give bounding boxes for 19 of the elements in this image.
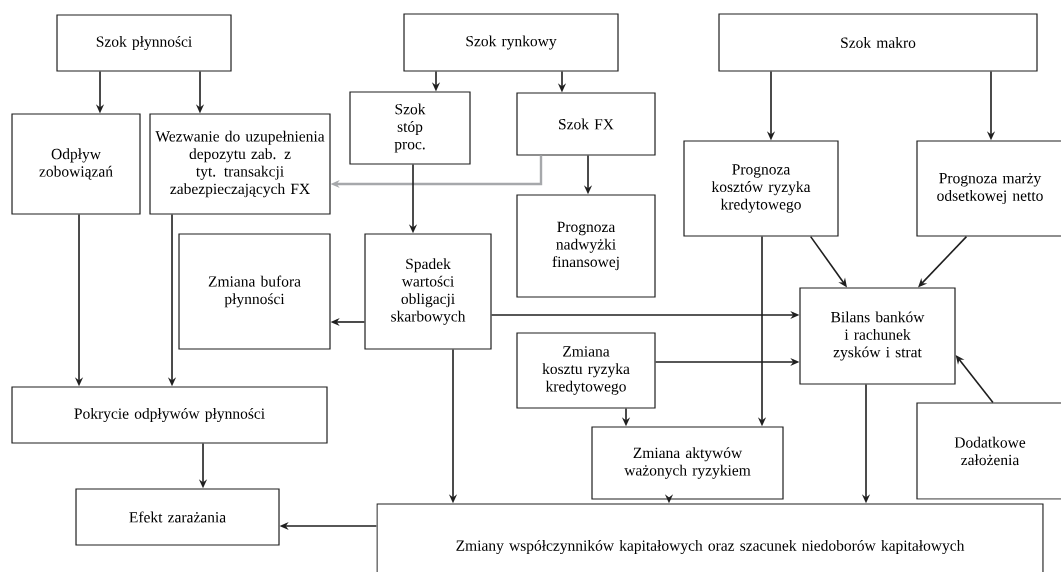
process-box: Pokrycie odpływów płynności <box>11 386 328 444</box>
process-box: Zmiany współczynników kapitałowych oraz szacunek niedoborów kapitałowych <box>376 503 1044 572</box>
process-box: Szok FX <box>516 92 656 156</box>
process-box: Szok rynkowy <box>403 13 619 72</box>
process-box: Dodatkowe założenia <box>916 402 1061 500</box>
process-box: Zmiana bufora płynności <box>178 233 331 350</box>
process-box: Szok stóp proc. <box>349 91 471 165</box>
process-box: Efekt zarażania <box>75 488 280 546</box>
process-box: Wezwanie do uzupełnienia depozytu zab. z tyt. transakcji zabezpieczających FX <box>149 113 331 215</box>
process-box: Spadek wartości obligacji skarbowych <box>364 233 492 350</box>
process-box: Zmiana kosztu ryzyka kredytowego <box>516 332 656 409</box>
process-box: Zmiana aktywów ważonych ryzykiem <box>591 426 784 500</box>
process-box: Prognoza kosztów ryzyka kredytowego <box>683 140 839 237</box>
process-box: Prognoza nadwyżki finansowej <box>516 194 656 298</box>
process-box: Szok makro <box>718 13 1038 72</box>
process-box: Szok płynności <box>56 14 232 72</box>
process-box: Odpływ zobowiązań <box>11 113 141 215</box>
process-box: Bilans banków i rachunek zysków i strat <box>799 287 956 385</box>
process-box: Prognoza marży odsetkowej netto <box>916 140 1061 237</box>
